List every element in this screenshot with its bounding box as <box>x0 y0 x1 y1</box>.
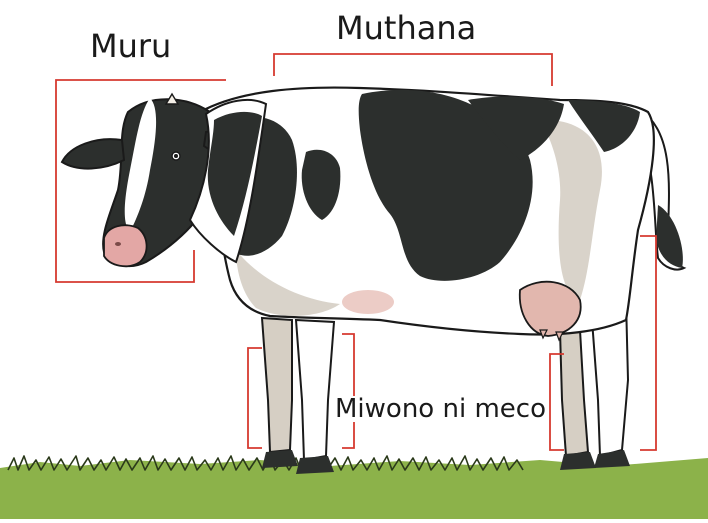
cow-front-leg-near <box>296 320 334 460</box>
legs-label: Miwono ni meco <box>333 396 548 422</box>
body-label: Muthana <box>336 12 476 44</box>
cow-front-leg-far <box>262 318 292 452</box>
body-bracket <box>274 54 552 86</box>
back-legs-bracket <box>640 236 656 450</box>
front-legs-bracket <box>248 348 262 448</box>
cow-ear <box>62 139 124 168</box>
cow-muzzle <box>104 225 147 266</box>
belly-blush <box>342 290 394 314</box>
cow-eye-pupil <box>174 154 178 158</box>
hoof <box>296 456 334 474</box>
head-label: Muru <box>90 30 171 62</box>
hoof <box>560 452 596 470</box>
cow-back-leg-far <box>560 330 588 456</box>
front-legs-bracket <box>342 334 354 448</box>
cow-nostril <box>115 242 121 246</box>
hoof <box>262 450 298 468</box>
